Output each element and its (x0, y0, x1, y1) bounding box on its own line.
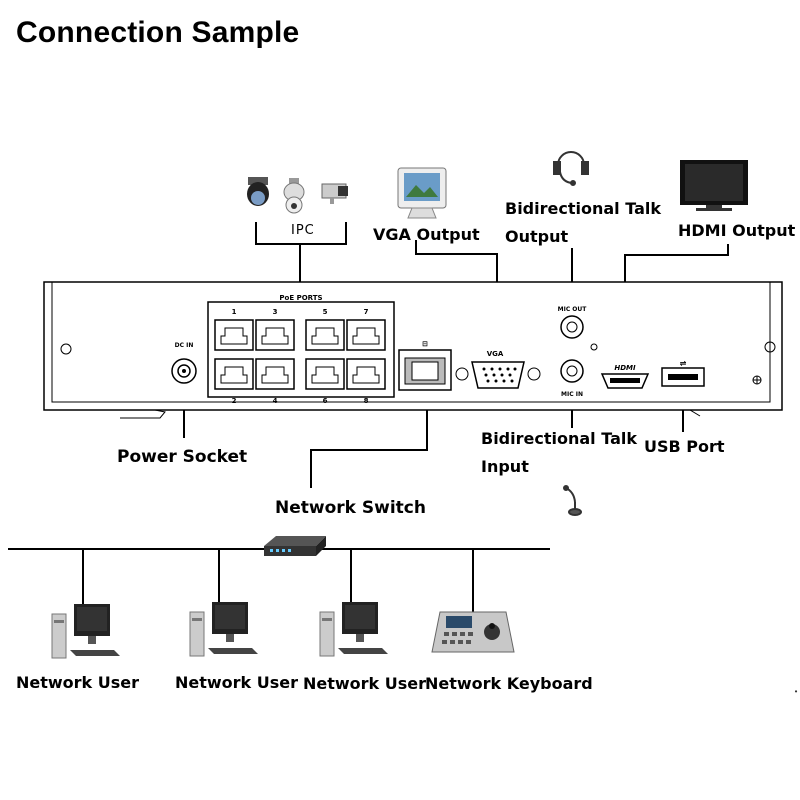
poe-port (255, 358, 295, 390)
page-title: Connection Sample (16, 16, 300, 49)
svg-text:⊟: ⊟ (422, 340, 428, 348)
poe-port (214, 358, 254, 390)
ipc-cameras-icon (247, 177, 348, 214)
network-user-pc-icon (189, 602, 258, 657)
mic-out-jack (560, 315, 584, 339)
mic-in-label: MIC IN (561, 391, 583, 398)
network-switch-label: Network Switch (275, 498, 426, 518)
power-socket (171, 358, 197, 384)
network-user-pc-icon (319, 602, 388, 657)
poe-port (346, 358, 386, 390)
poe-port-number: 1 (232, 308, 237, 316)
poe-ports (214, 319, 386, 390)
svg-text:•: • (795, 687, 798, 696)
vga-monitor-icon (397, 167, 447, 219)
poe-port (255, 319, 295, 351)
dome-camera-icon (247, 177, 269, 206)
poe-ports-label: PoE PORTS (279, 294, 322, 302)
hdmi-label: HDMI (614, 364, 636, 372)
vga-label: VGA (487, 350, 504, 358)
network-user-label-1: Network User (16, 673, 140, 692)
talk-output-label-line2: Output (505, 227, 569, 246)
poe-port-number: 7 (364, 308, 369, 316)
headset-icon (553, 151, 589, 186)
vga-output-label: VGA Output (373, 225, 480, 244)
poe-port-number: 3 (273, 308, 278, 316)
talk-input-label-line1: Bidirectional Talk (481, 429, 637, 448)
ptz-camera-icon (283, 178, 305, 214)
hdmi-output-label: HDMI Output (678, 221, 796, 240)
network-keyboard-label: Network Keyboard (425, 674, 593, 693)
microphone-icon (563, 485, 582, 516)
connector-lines (8, 222, 729, 612)
nvr-rear-panel: DC IN PoE PORTS 1 3 5 7 2 4 6 8 ⊟ VGA MIC OUT M… (43, 281, 783, 419)
network-line (310, 393, 428, 488)
poe-port (305, 319, 345, 351)
ipc-label: IPC (291, 223, 315, 238)
poe-port-number: 5 (323, 308, 328, 316)
talk-output-label-line1: Bidirectional Talk (505, 199, 661, 218)
poe-port-number: 4 (273, 397, 278, 405)
network-user-label-3: Network User (303, 674, 427, 693)
network-user-label-2: Network User (175, 673, 299, 692)
poe-port (346, 319, 386, 351)
usb-port-label: USB Port (644, 437, 725, 456)
poe-port-number: 6 (323, 397, 328, 405)
box-camera-icon (321, 183, 348, 204)
dc-in-label: DC IN (175, 342, 194, 349)
network-keyboard-icon (431, 611, 515, 653)
mic-in-jack (560, 359, 584, 383)
poe-port (305, 358, 345, 390)
mic-out-label: MIC OUT (558, 306, 588, 313)
poe-port (214, 319, 254, 351)
talk-input-label-line2: Input (481, 457, 529, 476)
network-switch-icon (264, 536, 326, 556)
poe-port-number: 2 (232, 397, 237, 405)
power-socket-label: Power Socket (117, 447, 248, 467)
poe-port-number: 8 (364, 397, 369, 405)
svg-text:⇌: ⇌ (680, 359, 687, 368)
hdmi-tv-icon (680, 160, 748, 211)
vga-port (471, 361, 525, 389)
network-user-pc-icon (51, 604, 120, 659)
